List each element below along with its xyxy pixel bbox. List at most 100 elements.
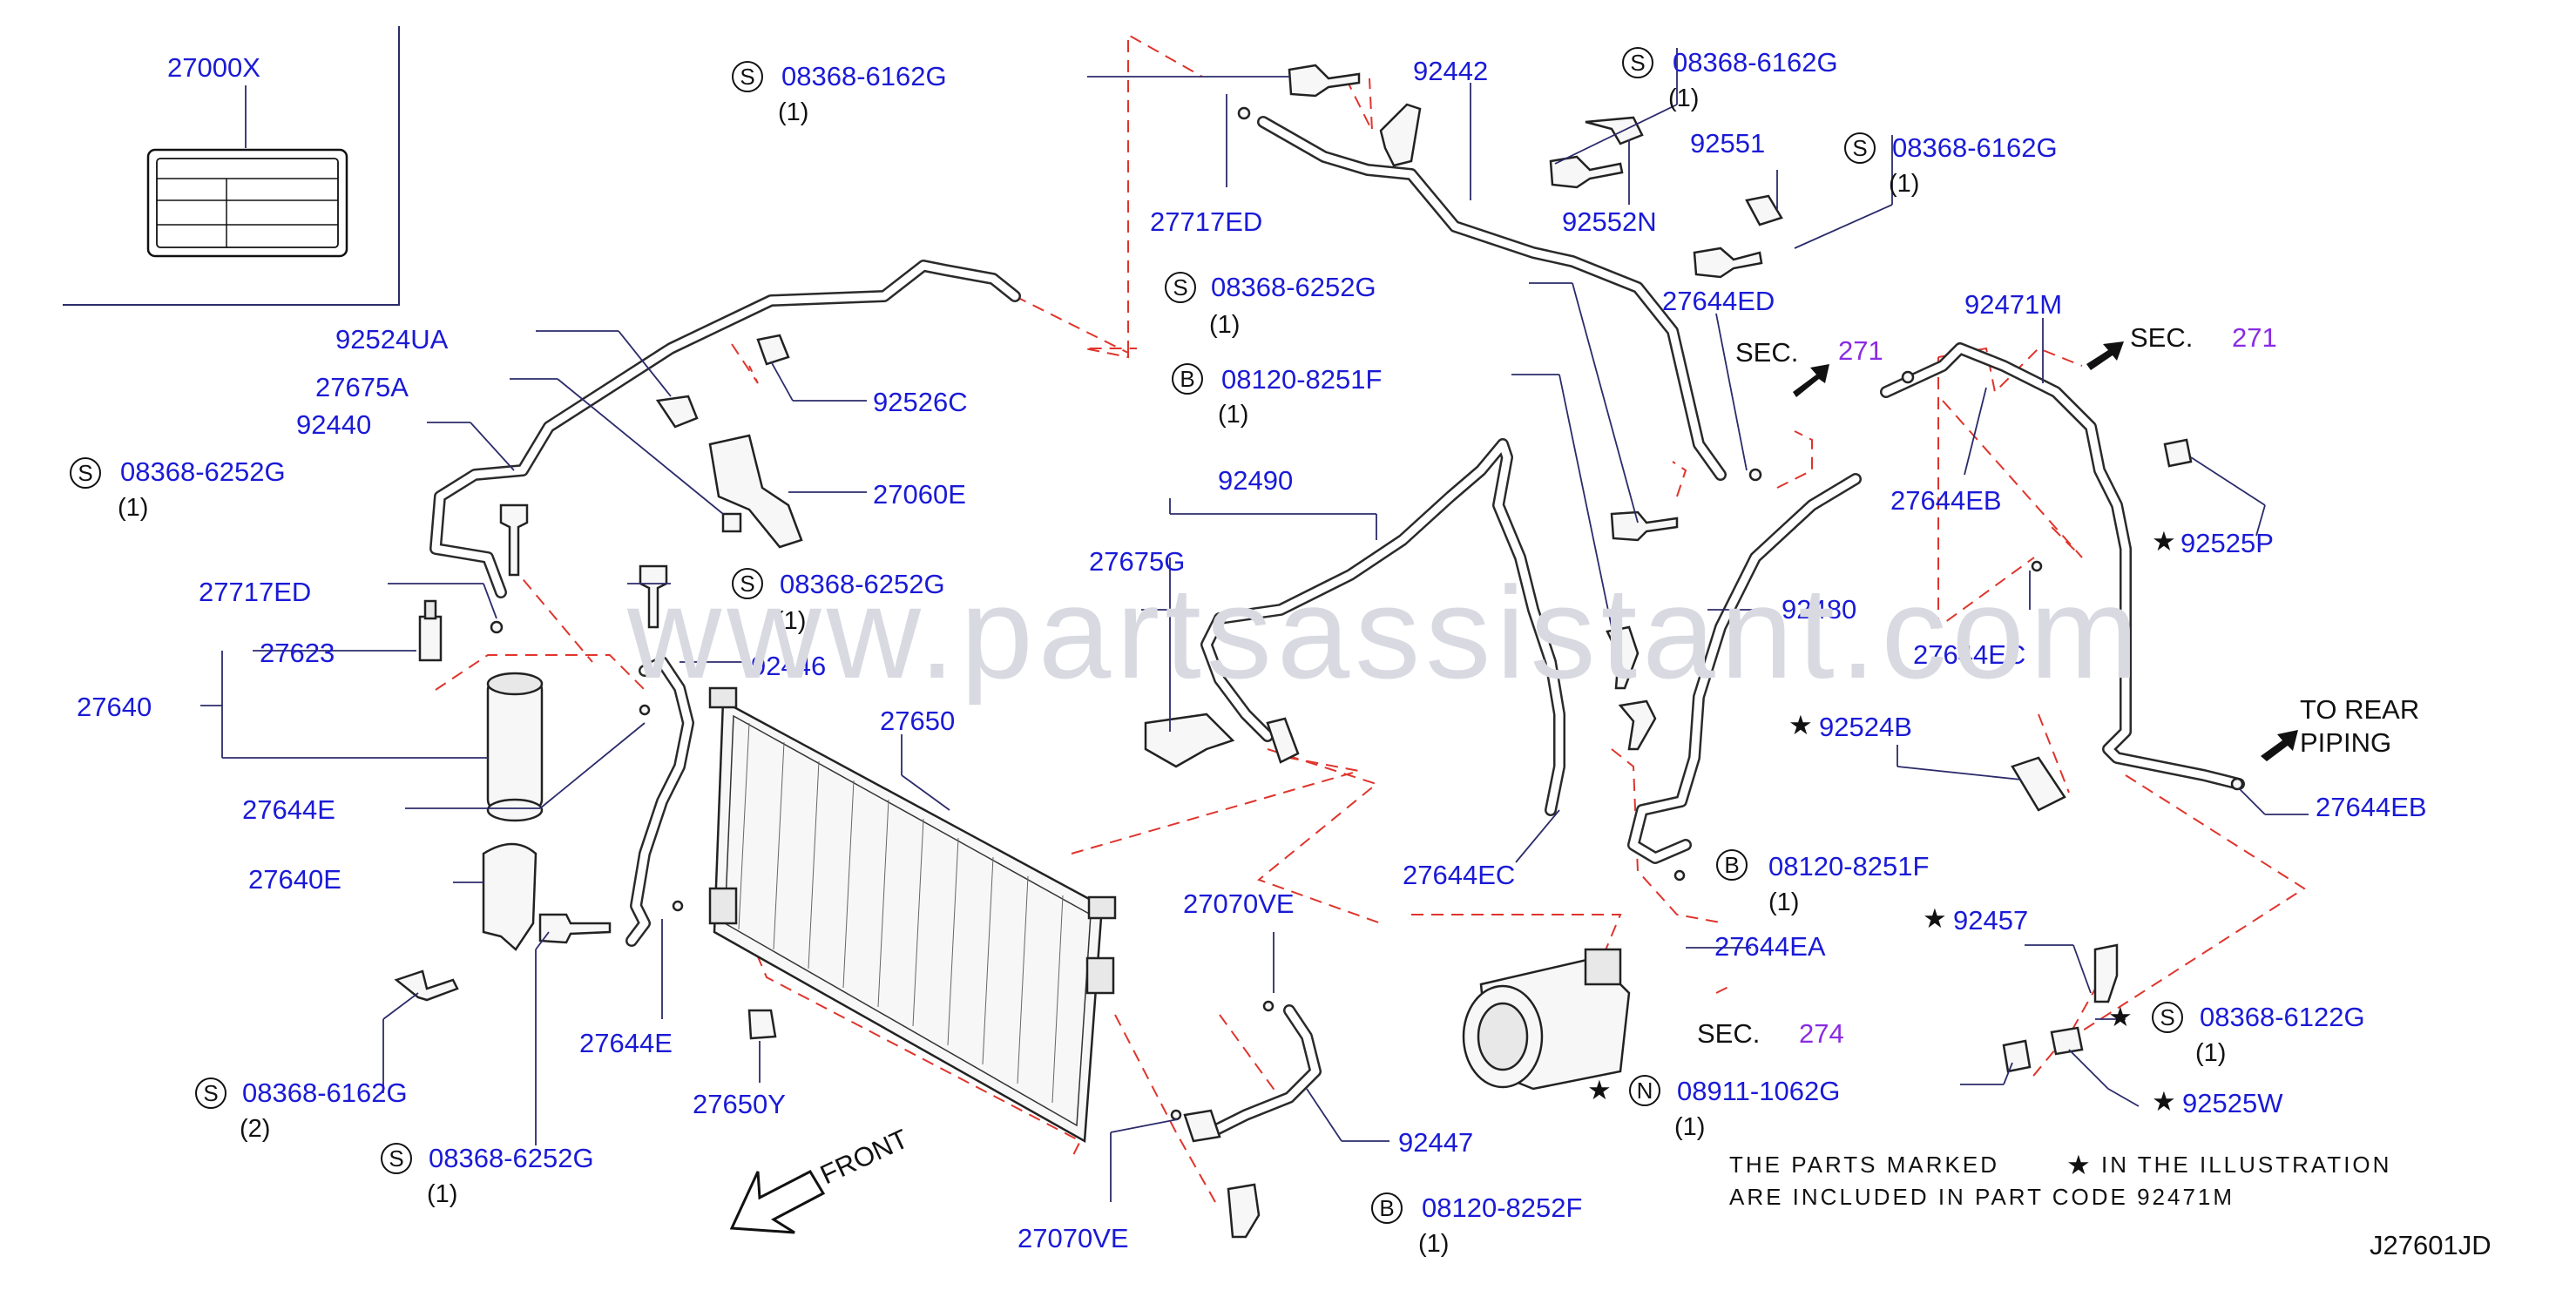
part-label-27644EB-right[interactable]: 27644EB (2316, 792, 2427, 822)
part-label-08368-6252G-drier[interactable]: 08368-6252G (780, 569, 945, 599)
part-label-27717ED-left[interactable]: 27717ED (199, 577, 311, 607)
part-label-92551[interactable]: 92551 (1690, 128, 1765, 159)
bolt-left-icon (499, 503, 529, 577)
bolt-mid-top-icon (1549, 155, 1624, 189)
bolt-8251F-comp-icon (1618, 699, 1657, 751)
bolt-lower-mid-icon (538, 913, 612, 944)
prefix-s-icon: S (1173, 274, 1187, 301)
part-label-92526C[interactable]: 92526C (873, 387, 968, 417)
star-icon: ★ (1788, 710, 1813, 740)
prefix-s-icon: S (389, 1145, 403, 1172)
clamp-27675A-icon (721, 512, 742, 533)
prefix-n-icon: N (1637, 1077, 1653, 1104)
bracket-92442-icon (1379, 103, 1422, 167)
bolt-8252F-icon (1227, 1183, 1261, 1239)
part-label-92446[interactable]: 92446 (751, 651, 826, 681)
clamp-92524UA-icon (655, 395, 699, 429)
o-ring-27644E-b-icon (672, 900, 684, 912)
bolt-27644ED-icon (1610, 510, 1679, 542)
part-label-92442[interactable]: 92442 (1413, 56, 1488, 86)
bolt-92442-top-icon (1288, 64, 1361, 98)
prefix-s-icon: S (203, 1080, 218, 1106)
qty-label: (1) (118, 494, 148, 522)
callouts: 92442 92524UA 27675A 92440 92526C 27060E… (70, 47, 2427, 1258)
sec-number-274[interactable]: 274 (1799, 1018, 1844, 1049)
o-ring-27070VE-icon (1262, 1000, 1274, 1012)
front-arrow-icon (729, 1170, 826, 1234)
part-label-08911-1062G[interactable]: 08911-1062G (1677, 1076, 1840, 1106)
part-label-08368-6252G-left[interactable]: 08368-6252G (120, 456, 286, 487)
part-label-08368-6162G-mid[interactable]: 08368-6162G (1673, 47, 1838, 78)
bolt-lower-left-icon (394, 969, 459, 1002)
sec-label: SEC. (1697, 1018, 1760, 1049)
part-label-08368-6122G[interactable]: 08368-6122G (2200, 1002, 2365, 1032)
o-ring-27644ED-icon (1748, 468, 1762, 482)
part-label-27644E[interactable]: 27644E (242, 794, 335, 825)
star-icon: ★ (1587, 1075, 1612, 1105)
o-ring-27717ED-icon (490, 620, 504, 634)
clip-92551-icon (1745, 194, 1783, 226)
section-refs: SEC. 271 SEC. 271 SEC. 274 TO REAR PIPIN… (1697, 322, 2419, 1049)
front-label: FRONT (815, 1123, 913, 1190)
nut-08911-icon (2002, 1039, 2032, 1073)
rubber-mount-27650Y-icon (747, 1009, 777, 1040)
part-label-92447[interactable]: 92447 (1398, 1127, 1473, 1158)
part-label-27640E[interactable]: 27640E (248, 864, 341, 895)
part-label-27644EB-top[interactable]: 27644EB (1890, 485, 2002, 516)
fitting-92447-icon (1183, 1109, 1221, 1143)
part-label-27650[interactable]: 27650 (880, 706, 955, 736)
part-label-92490[interactable]: 92490 (1218, 465, 1293, 496)
part-label-27070VE-lower[interactable]: 27070VE (1018, 1223, 1129, 1253)
bracket-92552N-icon (1585, 116, 1644, 145)
drier-bracket[interactable] (482, 842, 538, 951)
part-label-08368-6162G-right[interactable]: 08368-6162G (1892, 132, 2058, 163)
to-rear-line2: PIPING (2300, 727, 2391, 758)
part-label-27675A[interactable]: 27675A (315, 372, 409, 402)
part-label-92471M[interactable]: 92471M (1964, 289, 2062, 320)
part-label-92524UA[interactable]: 92524UA (335, 324, 449, 355)
part-label-92457[interactable]: 92457 (1953, 905, 2028, 936)
part-label-92552N[interactable]: 92552N (1562, 206, 1657, 237)
part-label-08368-6252G-bottom[interactable]: 08368-6252G (429, 1143, 594, 1173)
qty-label: (1) (1418, 1230, 1449, 1258)
part-label-08120-8251F-comp[interactable]: 08120-8251F (1768, 851, 1929, 882)
star-icon: ★ (2066, 1150, 2091, 1180)
condenser[interactable] (708, 686, 1117, 1144)
part-label-92440[interactable]: 92440 (296, 409, 371, 440)
part-label-27644EC-mid[interactable]: 27644EC (1403, 860, 1515, 890)
arrow-icon (1793, 364, 1829, 397)
part-label-92525P[interactable]: 92525P (2180, 528, 2274, 558)
part-label-92480[interactable]: 92480 (1782, 594, 1856, 625)
part-label-27644EC-right[interactable]: 27644EC (1913, 639, 2025, 670)
receiver-drier[interactable] (486, 672, 544, 822)
part-label-27623[interactable]: 27623 (260, 638, 335, 668)
part-label-27000X[interactable]: 27000X (167, 52, 260, 83)
part-label-08368-6162G-bottom[interactable]: 08368-6162G (242, 1077, 408, 1108)
part-label-92525W[interactable]: 92525W (2182, 1088, 2283, 1118)
part-label-08120-8251F-top[interactable]: 08120-8251F (1221, 364, 1382, 395)
part-label-08120-8252F[interactable]: 08120-8252F (1422, 1192, 1582, 1223)
part-label-27675G[interactable]: 27675G (1089, 546, 1185, 577)
part-label-27640[interactable]: 27640 (77, 692, 152, 722)
bolt-92480-icon (1606, 625, 1640, 690)
star-icon: ★ (2152, 526, 2176, 557)
part-label-27717ED-top[interactable]: 27717ED (1150, 206, 1262, 237)
part-label-08368-6162G-top[interactable]: 08368-6162G (781, 61, 947, 91)
part-label-27644E-lower[interactable]: 27644E (579, 1028, 673, 1058)
part-label-08368-6252G-mid[interactable]: 08368-6252G (1211, 272, 1376, 302)
part-label-27060E[interactable]: 27060E (873, 479, 966, 510)
qty-label: (1) (1889, 170, 1919, 198)
part-label-27070VE-upper[interactable]: 27070VE (1183, 888, 1295, 919)
part-label-27644ED[interactable]: 27644ED (1662, 286, 1775, 316)
part-label-27644EA[interactable]: 27644EA (1714, 931, 1826, 962)
part-label-92524B[interactable]: 92524B (1819, 712, 1912, 742)
prefix-b-icon: B (1180, 366, 1194, 392)
sec-number-271-a[interactable]: 271 (1838, 335, 1883, 366)
pressure-switch[interactable] (418, 599, 443, 662)
bolt-92457-icon (2093, 943, 2119, 1003)
part-label-27650Y[interactable]: 27650Y (693, 1089, 786, 1119)
sec-number-271-b[interactable]: 271 (2232, 322, 2277, 353)
compressor[interactable] (1462, 948, 1631, 1091)
prefix-b-icon: B (1724, 852, 1739, 878)
